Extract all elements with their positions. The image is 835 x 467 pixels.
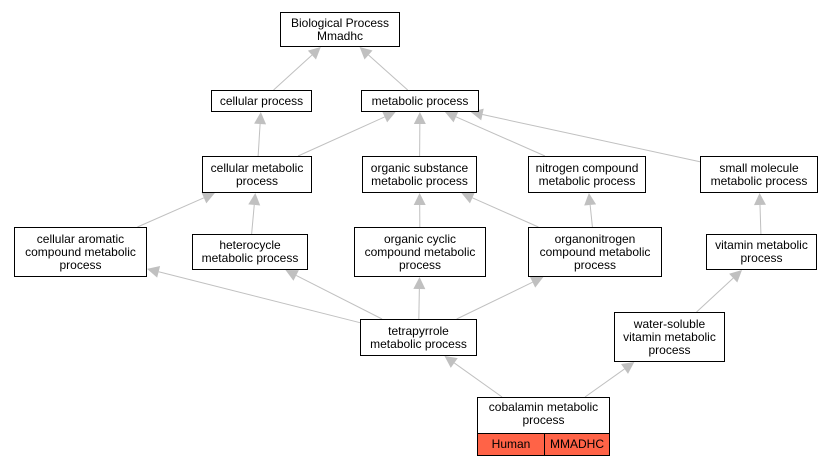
- edge-line: [257, 123, 261, 157]
- edge-tetrapyrrole_metabolic_process-to-organic_cyclic_compound_metabolic_process: [413, 277, 426, 320]
- arrowhead: [254, 112, 267, 125]
- arrowhead: [248, 193, 261, 206]
- node-nitrogen-compound-metabolic-process[interactable]: nitrogen compound metabolic process: [528, 156, 646, 193]
- edge-organonitrogen_compound_metabolic_process-to-organic_substance_metabolic_process: [461, 192, 539, 228]
- edge-heterocycle_metabolic_process-to-cellular_metabolic_process: [248, 193, 261, 235]
- edge-line: [482, 114, 701, 163]
- node-small-molecule-metabolic-process[interactable]: small molecule metabolic process: [700, 156, 818, 193]
- edge-line: [455, 116, 546, 157]
- node-label: heterocycle metabolic process: [201, 238, 299, 265]
- edge-tetrapyrrole_metabolic_process-to-cellular_aromatic_compound_metabolic_process: [147, 265, 361, 324]
- arrowhead: [621, 362, 635, 374]
- node-cellular-process[interactable]: cellular process: [211, 90, 312, 112]
- edge-tetrapyrrole_metabolic_process-to-organonitrogen_compound_metabolic_process: [456, 276, 544, 320]
- arrowhead: [444, 111, 459, 123]
- arrowhead: [753, 193, 766, 206]
- arrowhead: [413, 112, 426, 125]
- arrowhead: [444, 356, 458, 368]
- edge-line: [251, 204, 255, 235]
- node-water-soluble-vitamin-metabolic-process[interactable]: water-soluble vitamin metabolic process: [614, 312, 725, 362]
- node-biological-process-root[interactable]: Biological Process Mmadhc: [280, 12, 400, 47]
- arrowhead: [461, 192, 475, 204]
- edge-nitrogen_compound_metabolic_process-to-metabolic_process: [444, 111, 546, 157]
- edge-cobalamin_metabolic_process-to-water_soluble_vitamin_metabolic_process: [584, 362, 635, 398]
- edge-cellular_aromatic_compound_metabolic_process-to-cellular_metabolic_process: [137, 192, 215, 228]
- node-label: tetrapyrrole metabolic process: [370, 323, 467, 351]
- annotation-row: Human MMADHC: [478, 433, 609, 455]
- edge-small_molecule_metabolic_process-to-metabolic_process: [470, 108, 701, 163]
- edge-line: [295, 274, 383, 320]
- edge-tetrapyrrole_metabolic_process-to-heterocycle_metabolic_process: [285, 270, 383, 320]
- node-label: cellular aromatic compound metabolic pro…: [25, 231, 136, 272]
- node-label: nitrogen compound metabolic process: [535, 160, 639, 188]
- arrowhead: [382, 111, 396, 123]
- edge-line: [456, 281, 533, 320]
- arrowhead: [285, 270, 299, 281]
- node-label: water-soluble vitamin metabolic process: [623, 316, 716, 357]
- node-label: small molecule metabolic process: [710, 160, 808, 188]
- edge-line: [273, 54, 313, 91]
- node-cellular-metabolic-process[interactable]: cellular metabolic process: [202, 156, 312, 193]
- edge-line: [368, 54, 409, 91]
- edge-line: [584, 368, 625, 398]
- gene-tag[interactable]: MMADHC: [545, 434, 609, 455]
- edge-line: [453, 362, 503, 398]
- node-label: organic substance metabolic process: [370, 160, 469, 188]
- node-organic-substance-metabolic-process[interactable]: organic substance metabolic process: [362, 156, 477, 193]
- edge-metabolic_process-to-root: [359, 47, 409, 91]
- node-label: organic cyclic compound metabolic proces…: [364, 231, 476, 272]
- arrowhead: [147, 265, 161, 278]
- node-tetrapyrrole-metabolic-process[interactable]: tetrapyrrole metabolic process: [360, 319, 477, 356]
- edge-cellular_metabolic_process-to-cellular_process: [254, 112, 267, 157]
- edge-line: [418, 288, 420, 320]
- arrowhead: [584, 193, 597, 206]
- node-label: metabolic process: [371, 93, 469, 108]
- arrowhead: [359, 47, 373, 60]
- edge-line: [472, 197, 539, 228]
- node-cobalamin-metabolic-process[interactable]: cobalamin metabolic process Human MMADHC: [477, 397, 610, 456]
- node-cellular-aromatic-compound-metabolic-process[interactable]: cellular aromatic compound metabolic pro…: [14, 227, 147, 277]
- arrowhead: [413, 193, 426, 206]
- edge-cobalamin_metabolic_process-to-tetrapyrrole_metabolic_process: [444, 356, 503, 398]
- arrowhead: [729, 270, 743, 283]
- edge-line: [158, 271, 361, 324]
- arrowhead: [201, 192, 215, 204]
- edge-line: [759, 204, 762, 235]
- edge-line: [297, 116, 385, 157]
- species-tag[interactable]: Human: [478, 434, 545, 455]
- node-metabolic-process[interactable]: metabolic process: [361, 90, 479, 112]
- node-label: vitamin metabolic process: [715, 238, 808, 265]
- arrowhead: [529, 276, 544, 288]
- edge-line: [589, 204, 593, 228]
- node-label: cellular metabolic process: [210, 160, 304, 188]
- edge-vitamin_metabolic_process-to-small_molecule_metabolic_process: [753, 193, 766, 235]
- edge-line: [137, 197, 205, 228]
- node-heterocycle-metabolic-process[interactable]: heterocycle metabolic process: [192, 234, 308, 270]
- edge-organic_substance_metabolic_process-to-metabolic_process: [413, 112, 426, 157]
- edge-organic_cyclic_compound_metabolic_process-to-organic_substance_metabolic_process: [413, 193, 426, 228]
- node-label: organonitrogen compound metabolic proces…: [539, 231, 651, 272]
- node-label: cellular process: [219, 93, 304, 108]
- arrowhead: [307, 47, 321, 60]
- node-organic-cyclic-compound-metabolic-process[interactable]: organic cyclic compound metabolic proces…: [354, 227, 486, 277]
- node-organonitrogen-compound-metabolic-process[interactable]: organonitrogen compound metabolic proces…: [528, 227, 662, 277]
- edge-organonitrogen_compound_metabolic_process-to-nitrogen_compound_metabolic_process: [584, 193, 597, 228]
- edge-line: [696, 277, 734, 313]
- node-vitamin-metabolic-process[interactable]: vitamin metabolic process: [706, 234, 817, 270]
- node-label: cobalamin metabolic process: [488, 400, 599, 427]
- edge-water_soluble_vitamin_metabolic_process-to-vitamin_metabolic_process: [696, 270, 743, 313]
- arrowhead: [413, 277, 426, 290]
- edge-cellular_process-to-root: [273, 47, 321, 91]
- node-label: Biological Process Mmadhc: [290, 15, 390, 43]
- edge-cellular_metabolic_process-to-metabolic_process: [297, 111, 396, 157]
